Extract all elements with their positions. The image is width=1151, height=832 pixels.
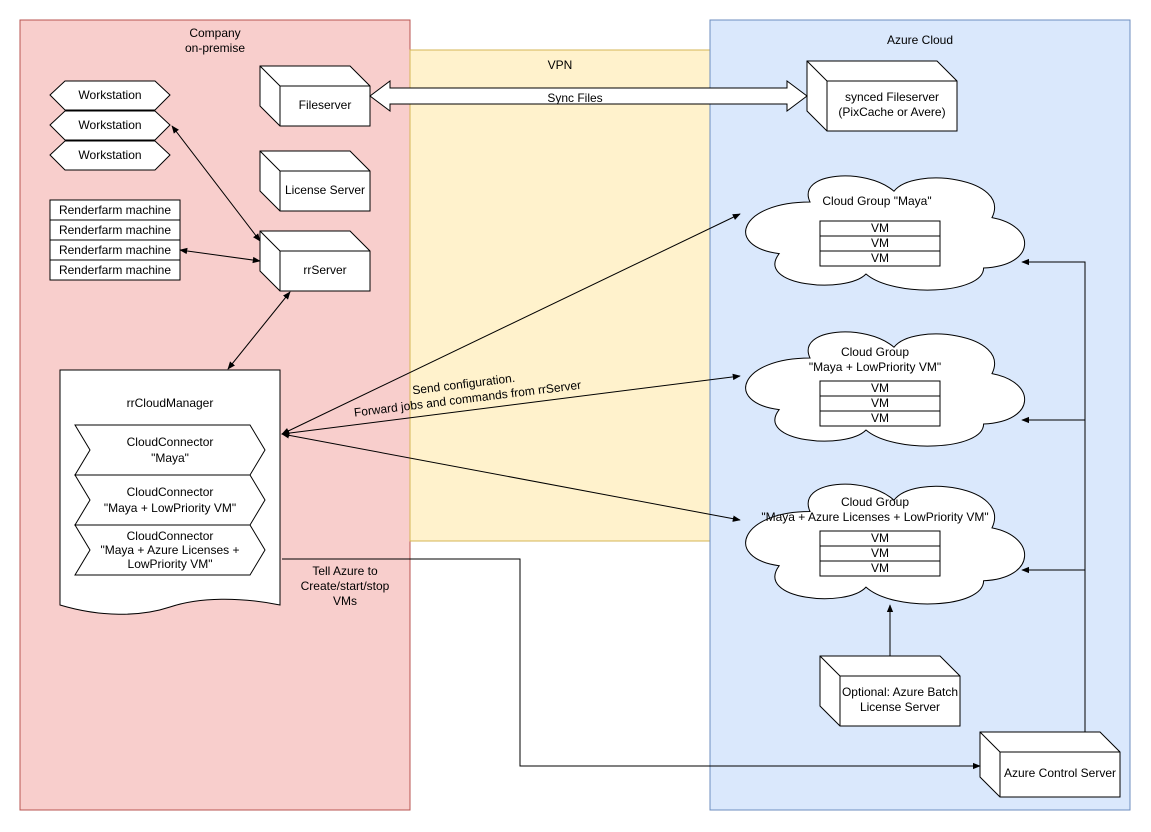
synced-fileserver-label-line1: synced Fileserver xyxy=(845,90,939,104)
azure-control-server-box: Azure Control Server xyxy=(979,731,1121,798)
vm-item: VM xyxy=(871,411,889,425)
cloud-connector-sublabel: "Maya" xyxy=(151,451,189,465)
cloud-manager: rrCloudManager CloudConnector "Maya" Clo… xyxy=(59,369,281,615)
manager-control-server-link xyxy=(282,558,981,770)
cloud-connector-label: CloudConnector xyxy=(127,529,214,543)
cloud-group: Cloud Group "Maya" VM VM VM xyxy=(745,175,1026,291)
workstation: Workstation xyxy=(49,110,171,141)
vpn-label: VPN xyxy=(548,58,573,72)
sync-files-arrow: Sync Files xyxy=(369,80,808,112)
vm-item: VM xyxy=(871,396,889,410)
cloud-connector-sublabel: LowPriority VM" xyxy=(128,557,213,571)
tell-azure-line3: VMs xyxy=(333,594,357,608)
workstation-label: Workstation xyxy=(78,118,141,132)
workstation-rrserver-link xyxy=(171,125,261,242)
cloud-group-subtitle: "Maya + Azure Licenses + LowPriority VM" xyxy=(761,510,988,524)
connector-lines xyxy=(171,125,1086,770)
company-label-line1: Company xyxy=(189,26,240,40)
batch-license-label-line1: Optional: Azure Batch xyxy=(842,685,958,699)
synced-fileserver-box: synced Fileserver (PixCache or Avere) xyxy=(806,60,958,132)
synced-fileserver-label-line2: (PixCache or Avere) xyxy=(838,105,945,119)
company-label-line2: on-premise xyxy=(185,41,245,55)
vm-item: VM xyxy=(871,251,889,265)
tell-azure-line1: Tell Azure to xyxy=(312,564,378,578)
manager-cloud2-link xyxy=(281,373,741,437)
license-server-label: License Server xyxy=(285,183,365,197)
cloud-group-title: Cloud Group xyxy=(841,495,909,509)
vm-item: VM xyxy=(871,561,889,575)
region-vpn: VPN xyxy=(409,49,711,542)
cloud-manager-title: rrCloudManager xyxy=(127,396,214,410)
vm-item: VM xyxy=(871,546,889,560)
cloud-group-title: Cloud Group xyxy=(841,345,909,359)
fileserver-label: Fileserver xyxy=(299,98,352,112)
workstation: Workstation xyxy=(49,140,171,171)
workstation-label: Workstation xyxy=(78,88,141,102)
renderfarm-list: Renderfarm machine Renderfarm machine Re… xyxy=(49,199,181,281)
cloud-group: Cloud Group "Maya + Azure Licenses + Low… xyxy=(745,483,1026,605)
batch-license-label-line2: License Server xyxy=(860,700,940,714)
vm-item: VM xyxy=(871,381,889,395)
cloud-connector: CloudConnector "Maya + Azure Licenses + … xyxy=(74,524,266,576)
cloud-connector-sublabel: "Maya + Azure Licenses + xyxy=(100,543,239,557)
workstation: Workstation xyxy=(49,80,171,111)
vm-item: VM xyxy=(871,221,889,235)
manager-cloud3-link xyxy=(281,432,741,522)
svg-text:on-premise: on-premise xyxy=(185,41,245,55)
fileserver-box: Fileserver xyxy=(259,65,371,127)
renderfarm-machine: Renderfarm machine xyxy=(59,203,171,217)
rrserver-label: rrServer xyxy=(303,263,346,277)
cloud-connector: CloudConnector "Maya" xyxy=(74,424,266,476)
renderfarm-machine: Renderfarm machine xyxy=(59,223,171,237)
cloud-connector-label: CloudConnector xyxy=(127,435,214,449)
vm-item: VM xyxy=(871,531,889,545)
workstation-stack: Workstation Workstation Workstation xyxy=(49,80,171,171)
rrserver-box: rrServer xyxy=(259,230,371,292)
renderfarm-machine: Renderfarm machine xyxy=(59,263,171,277)
sync-files-label: Sync Files xyxy=(547,91,602,105)
renderfarm-machine: Renderfarm machine xyxy=(59,243,171,257)
azure-control-server-label: Azure Control Server xyxy=(1004,766,1116,780)
cloud-group: Cloud Group "Maya + LowPriority VM" VM V… xyxy=(745,331,1026,447)
rrserver-cloudmanager-link xyxy=(227,291,291,370)
svg-text:Company: Company xyxy=(189,26,240,40)
tell-azure-line2: Create/start/stop xyxy=(301,579,390,593)
cloud-connector-label: CloudConnector xyxy=(127,485,214,499)
batch-license-server-box: Optional: Azure Batch License Server xyxy=(819,655,961,727)
vm-item: VM xyxy=(871,236,889,250)
cloud-connector-sublabel: "Maya + LowPriority VM" xyxy=(104,501,236,515)
cloud-connector: CloudConnector "Maya + LowPriority VM" xyxy=(74,474,266,526)
tell-azure-label: Tell Azure to Create/start/stop VMs xyxy=(301,564,390,608)
control-cloud1-link xyxy=(1021,258,1086,732)
cloud-group-subtitle: "Maya + LowPriority VM" xyxy=(809,360,941,374)
azure-label: Azure Cloud xyxy=(887,33,953,47)
license-server-box: License Server xyxy=(259,150,371,212)
cloud-group-title: Cloud Group "Maya" xyxy=(822,194,931,208)
renderfarm-rrserver-link xyxy=(179,247,261,264)
workstation-label: Workstation xyxy=(78,148,141,162)
